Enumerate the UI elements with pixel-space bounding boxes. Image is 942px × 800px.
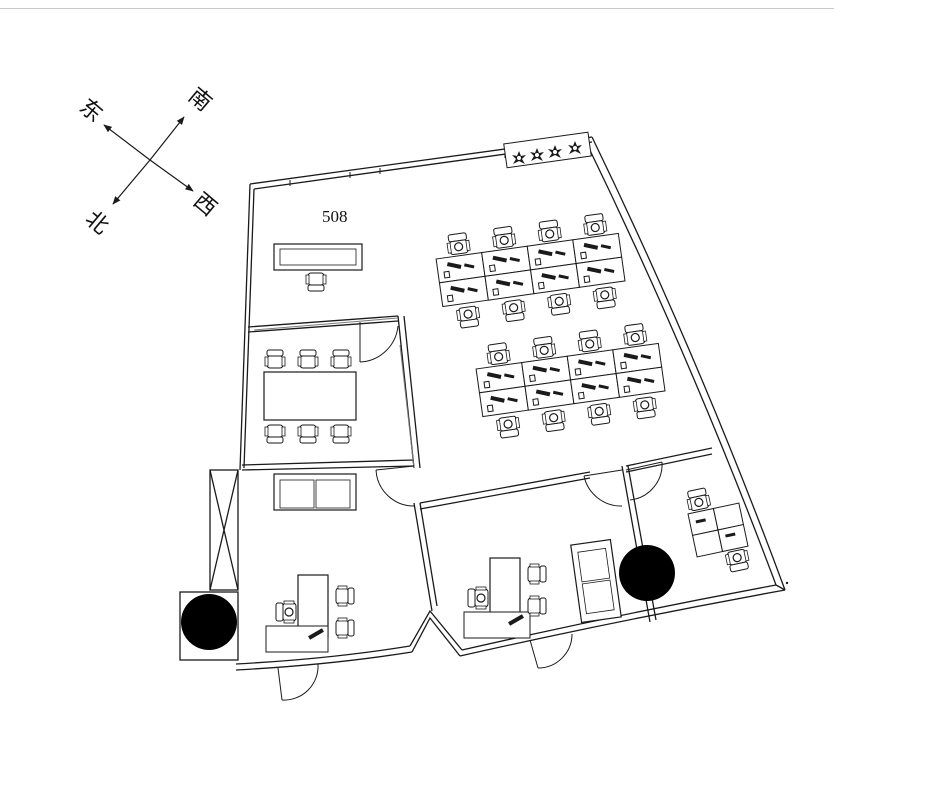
office-chair-icon xyxy=(330,424,352,444)
seated-person-icon xyxy=(581,212,608,237)
seated-person-icon xyxy=(530,335,557,360)
office-chair-icon xyxy=(335,617,355,639)
seated-person-icon xyxy=(546,292,573,317)
glass-partitions xyxy=(253,317,415,469)
compass-label-west: 西 xyxy=(188,188,221,221)
office-chair-icon xyxy=(297,349,319,369)
office-chair-icon xyxy=(297,424,319,444)
sofa xyxy=(570,538,622,624)
seated-person-icon xyxy=(495,415,522,440)
seated-person-icon xyxy=(632,395,659,420)
compass-rose: 南 西 东 北 xyxy=(74,83,221,239)
seated-person-icon xyxy=(536,218,563,244)
office-chair-icon xyxy=(335,585,355,607)
seated-person-icon xyxy=(501,298,527,323)
workstation-cluster-lower xyxy=(473,322,668,440)
compass-label-east: 东 xyxy=(74,94,107,127)
seated-person-icon xyxy=(541,408,567,433)
office-chair-icon xyxy=(264,349,286,369)
top-divider-line xyxy=(0,8,834,9)
compass-axis-west xyxy=(149,159,194,192)
office-chair-icon xyxy=(527,595,547,617)
compass-axis-north xyxy=(112,159,151,205)
seated-person-icon xyxy=(455,305,482,330)
office-chair-icon xyxy=(527,563,547,585)
reception-desk xyxy=(273,243,363,292)
office-chair-icon xyxy=(264,424,286,444)
seated-person-icon xyxy=(724,547,752,574)
sofa xyxy=(273,473,357,511)
compass-label-south: 南 xyxy=(183,83,216,116)
plant-planter xyxy=(503,131,592,169)
seated-person-icon xyxy=(485,341,512,366)
left-private-office xyxy=(265,473,357,653)
seated-person-icon xyxy=(592,285,619,310)
compass-label-north: 北 xyxy=(80,206,113,239)
room-number-label: 508 xyxy=(322,207,348,226)
seated-person-icon xyxy=(684,486,712,513)
meeting-table xyxy=(263,371,357,421)
reference-dot xyxy=(785,581,789,585)
compass-axis-south xyxy=(149,116,185,161)
structural-column-right xyxy=(619,545,675,601)
seated-person-icon xyxy=(576,328,603,354)
seated-person-icon xyxy=(490,225,517,250)
outer-walls xyxy=(179,136,786,671)
seated-person-icon xyxy=(445,231,472,256)
workstation-cluster-upper xyxy=(433,212,628,330)
compass-axis-east xyxy=(103,124,151,161)
seated-person-icon xyxy=(275,600,297,624)
executive-desk xyxy=(489,557,521,621)
meeting-room xyxy=(263,349,357,444)
seated-person-icon xyxy=(621,322,648,347)
seated-person-icon xyxy=(586,402,613,427)
office-chair-icon xyxy=(305,272,327,292)
doors xyxy=(277,322,663,701)
right-small-office xyxy=(684,486,752,574)
seated-person-icon xyxy=(467,586,489,610)
office-chair-icon xyxy=(330,349,352,369)
structural-column-left xyxy=(181,594,237,650)
center-private-office xyxy=(463,538,622,639)
